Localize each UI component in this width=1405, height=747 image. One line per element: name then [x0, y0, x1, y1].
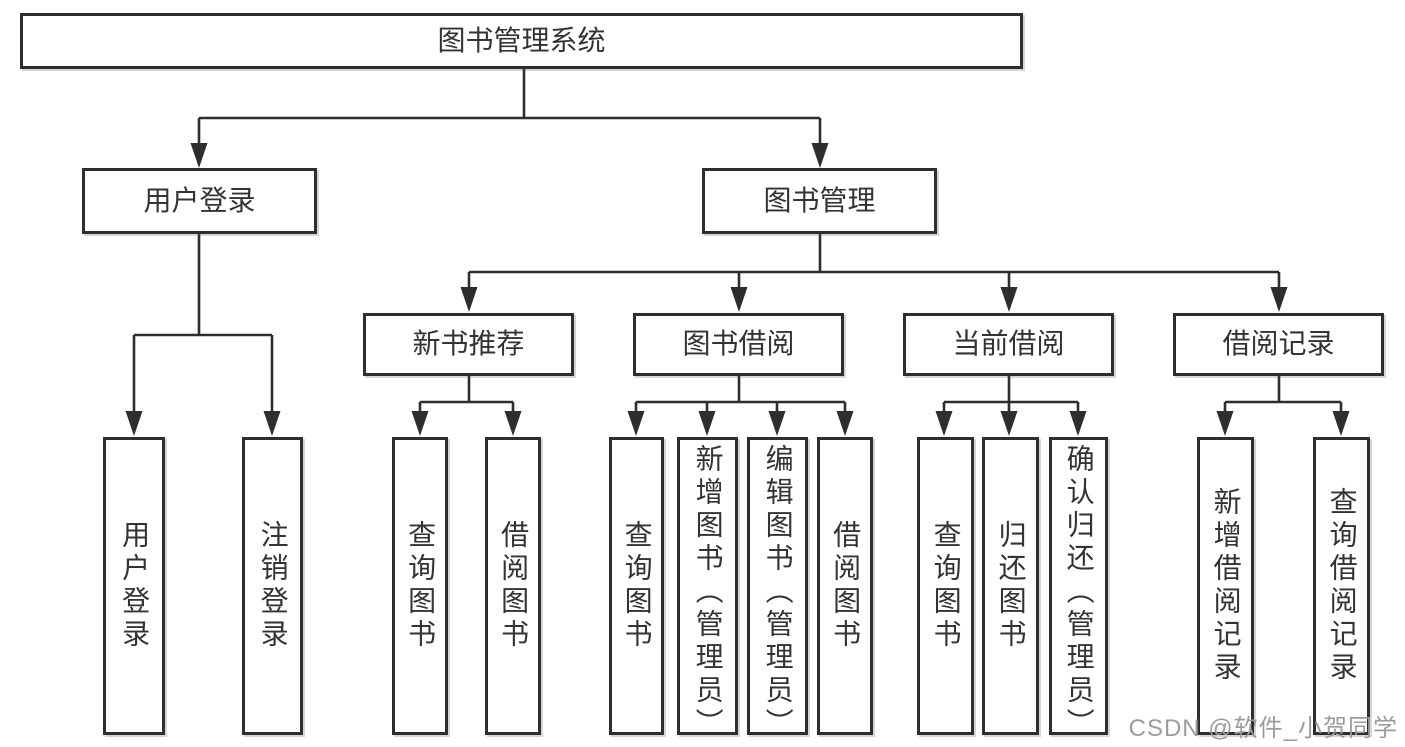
watermark: CSDN @软件_小贺同学 — [1128, 715, 1398, 742]
leaf-borrow-books-recommend: 借阅图书 — [485, 437, 541, 735]
node-book-borrow: 图书借阅 — [633, 313, 844, 376]
leaf-query-books-recommend: 查询图书 — [392, 437, 448, 735]
leaf-add-borrow-record: 新增借阅记录 — [1197, 437, 1254, 735]
node-book-management: 图书管理 — [702, 168, 937, 234]
node-library-management-system: 图书管理系统 — [20, 13, 1023, 69]
leaf-return-books: 归还图书 — [982, 437, 1039, 735]
leaf-add-book-admin: 新增图书（管理员） — [677, 437, 738, 741]
node-current-borrow: 当前借阅 — [903, 313, 1114, 376]
leaf-user-login: 用户登录 — [103, 437, 165, 735]
leaf-edit-book-admin: 编辑图书（管理员） — [747, 437, 808, 741]
leaf-query-books-borrow: 查询图书 — [609, 437, 664, 735]
node-user-login: 用户登录 — [82, 168, 317, 234]
leaf-logout: 注销登录 — [242, 437, 303, 735]
arrowheads — [125, 143, 1350, 436]
leaf-borrow-books: 借阅图书 — [817, 437, 873, 735]
leaf-query-borrow-record: 查询借阅记录 — [1313, 437, 1370, 735]
node-borrow-records: 借阅记录 — [1173, 313, 1384, 376]
leaf-query-books-current: 查询图书 — [917, 437, 974, 735]
leaf-confirm-return-admin: 确认归还（管理员） — [1049, 437, 1108, 741]
node-new-book-recommend: 新书推荐 — [363, 313, 574, 376]
